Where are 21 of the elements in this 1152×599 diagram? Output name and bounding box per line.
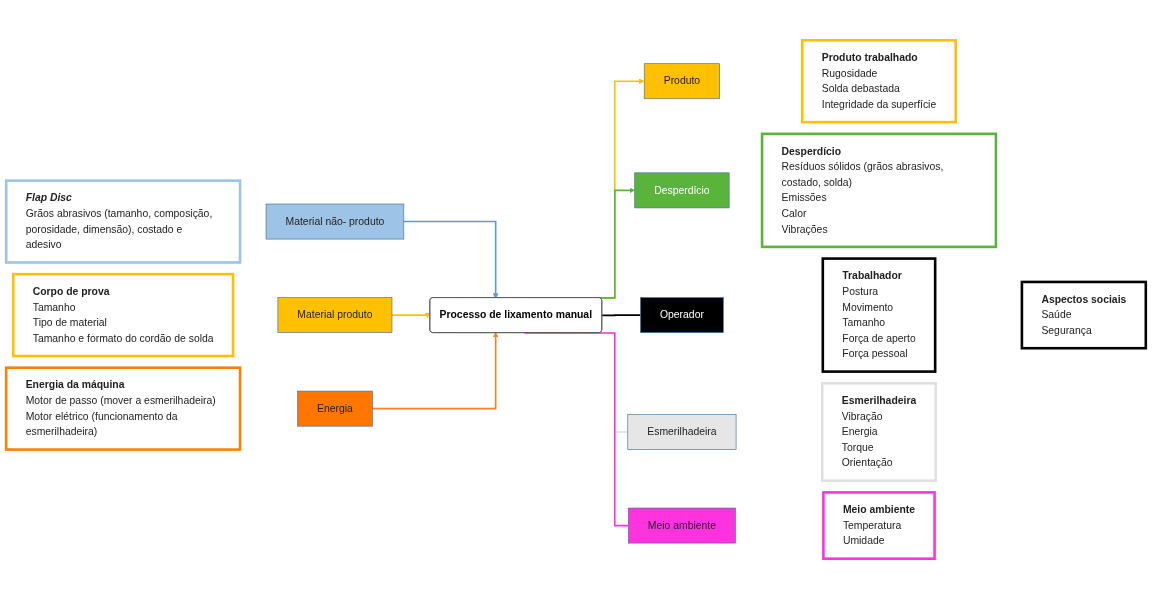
node-box: Operador [640, 297, 724, 333]
node-box: Produto trabalhado Rugosidade Solda debastada Integridade da superfície [801, 39, 957, 124]
node-box: Material produto [277, 297, 393, 333]
node-box: Trabalhador Postura Movimento Tamanho Força de aperto Força pessoal [821, 257, 937, 373]
node-box: Desperdício Resíduos sólidos (grãos abrasivos, costado, solda) Emissões Calor Vibrações [760, 132, 998, 249]
arrow [371, 331, 499, 410]
node-box: Esmerilhadeira Vibração Energia Torque Orientação [820, 382, 938, 483]
node-box: Desperdício [634, 172, 730, 209]
node-box: Corpo de prova Tamanho Tipo de material Tamanho e formato do cordão de solda [11, 272, 235, 358]
node-box: Produto [643, 63, 720, 100]
arrow [403, 220, 499, 299]
node-box: Esmerilhadeira [627, 414, 737, 450]
node-box: Energia [297, 390, 373, 427]
node-box: Flap Disc Grãos abrasivos (tamanho, composição, porosidade, dimensão), costado e adesivo [4, 179, 242, 264]
node-box: Meio ambiente Temperatura Umidade [822, 491, 936, 560]
node-box: Material não- produto [265, 203, 405, 240]
connector [601, 314, 642, 317]
arrow [391, 312, 431, 319]
node-box: Aspectos sociais Saúde Segurança [1020, 280, 1148, 350]
node-box: Meio ambiente [628, 507, 736, 544]
node-box: Energia da máquina Motor de passo (mover a esmerilhadeira) Motor elétrico (funcionamento da esmerilhadeira) [4, 366, 242, 451]
